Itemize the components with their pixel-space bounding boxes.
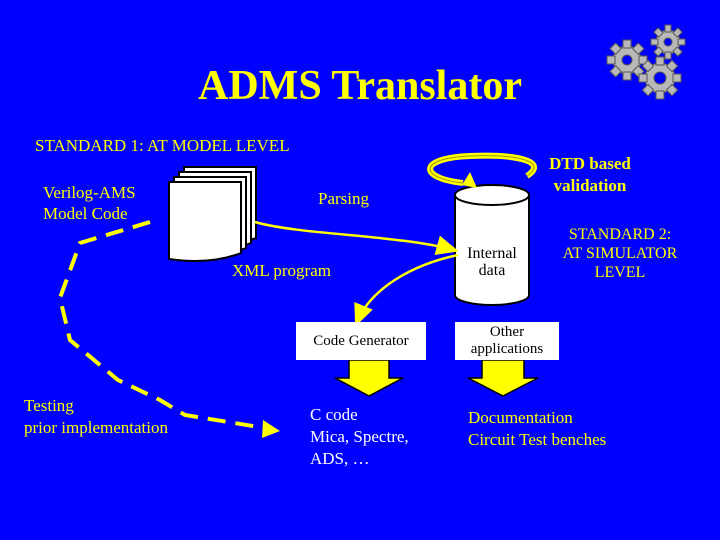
doc-line1: Documentation <box>468 408 573 427</box>
gears-icon <box>606 24 686 100</box>
ccode-line2: Mica, Spectre, <box>310 427 409 446</box>
database-cylinder-icon <box>454 184 530 306</box>
testing-line1: Testing <box>24 396 74 415</box>
ccode-line3: ADS, … <box>310 449 370 468</box>
standard2-line1: STANDARD 2: <box>568 226 672 243</box>
ccode-label: C code Mica, Spectre, ADS, … <box>310 404 409 470</box>
source-code-label: Verilog-AMS Model Code <box>43 182 136 224</box>
parsing-arrow <box>254 220 459 255</box>
doc-line2: Circuit Test benches <box>468 430 607 449</box>
ccode-line1: C code <box>310 405 358 424</box>
validation-loop-arrow <box>427 152 537 188</box>
xml-program-label: XML program <box>232 261 331 280</box>
documentation-label: Documentation Circuit Test benches <box>468 407 606 451</box>
internal-line1: Internal <box>467 245 517 262</box>
testing-line2: prior implementation <box>24 418 168 437</box>
otherapps-down-arrow <box>467 359 539 397</box>
source-line2: Model Code <box>43 204 128 223</box>
document-stack-icon <box>168 166 257 262</box>
dtd-line1: DTD based <box>549 154 631 173</box>
legacy-arrowhead <box>262 420 280 438</box>
code-generator-box: Code Generator <box>296 322 426 360</box>
xml-program-arrow <box>354 253 459 327</box>
source-line1: Verilog-AMS <box>43 183 136 202</box>
internal-data-label: Internal data <box>459 245 525 279</box>
dtd-line2: validation <box>553 176 627 195</box>
legacy-dashed-link <box>57 220 266 430</box>
dtd-validation-label: DTD based validation <box>536 153 644 197</box>
standard1-label: STANDARD 1: AT MODEL LEVEL <box>35 136 290 155</box>
slide-title: ADMS Translator <box>198 63 522 109</box>
standard2-line3: LEVEL <box>594 264 646 281</box>
internal-line2: data <box>478 262 506 279</box>
standard2-label: STANDARD 2: AT SIMULATOR LEVEL <box>545 225 695 282</box>
testing-label: Testing prior implementation <box>24 395 168 439</box>
standard2-line2: AT SIMULATOR <box>562 245 678 262</box>
other-line1: Other <box>489 324 525 340</box>
parsing-label: Parsing <box>318 189 369 208</box>
other-applications-box: Other applications <box>455 322 559 360</box>
codegen-down-arrow <box>334 359 404 397</box>
other-line2: applications <box>470 341 544 357</box>
